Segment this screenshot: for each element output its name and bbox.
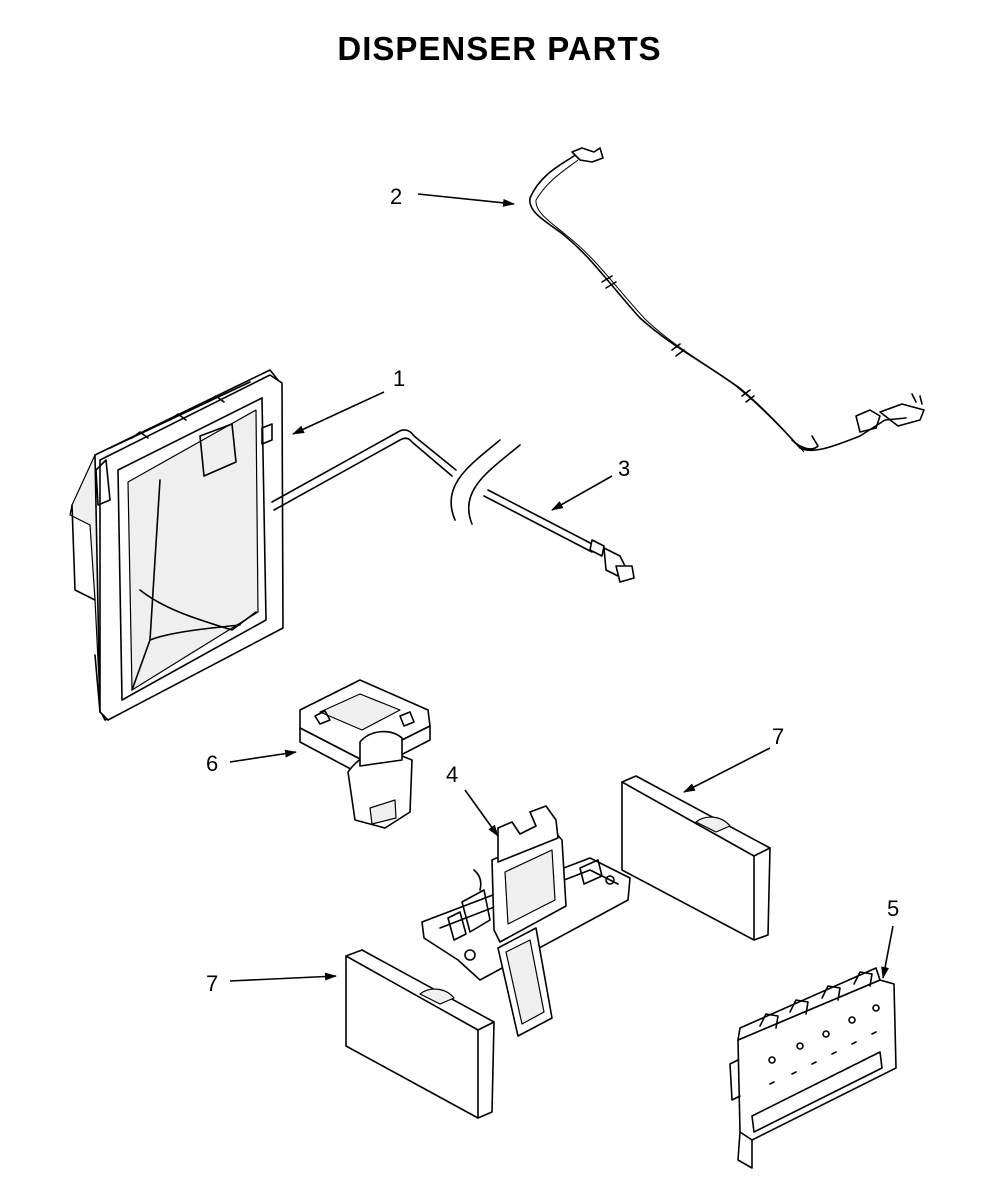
arrow-7-upper	[683, 747, 771, 793]
part-3-water-tube[interactable]	[271, 429, 635, 583]
arrow-1	[292, 391, 385, 435]
part-5-user-interface-panel[interactable]	[729, 967, 897, 1169]
arrow-2	[417, 193, 515, 207]
callout-6: 6	[206, 751, 218, 776]
callout-2: 2	[390, 184, 402, 209]
callout-arrows	[229, 193, 894, 982]
arrow-5	[881, 925, 894, 979]
part-7-lower-trim-panel[interactable]	[345, 949, 495, 1119]
part-1-dispenser-housing[interactable]	[69, 369, 284, 721]
callout-1: 1	[393, 366, 405, 391]
part-2-wire-harness[interactable]	[529, 147, 925, 453]
page-title: DISPENSER PARTS	[337, 30, 662, 67]
part-4-control-assembly[interactable]	[421, 805, 631, 1037]
callout-4: 4	[446, 762, 458, 787]
callout-7-upper: 7	[772, 724, 784, 749]
callout-7-lower: 7	[206, 971, 218, 996]
arrow-3	[551, 475, 613, 511]
arrow-6	[229, 749, 297, 763]
arrow-4	[464, 789, 499, 837]
part-6-ice-actuator[interactable]	[299, 679, 431, 829]
part-7-upper-trim-panel[interactable]	[621, 775, 771, 941]
callout-5: 5	[887, 896, 899, 921]
callout-3: 3	[618, 456, 630, 481]
arrow-7-lower	[229, 972, 337, 982]
